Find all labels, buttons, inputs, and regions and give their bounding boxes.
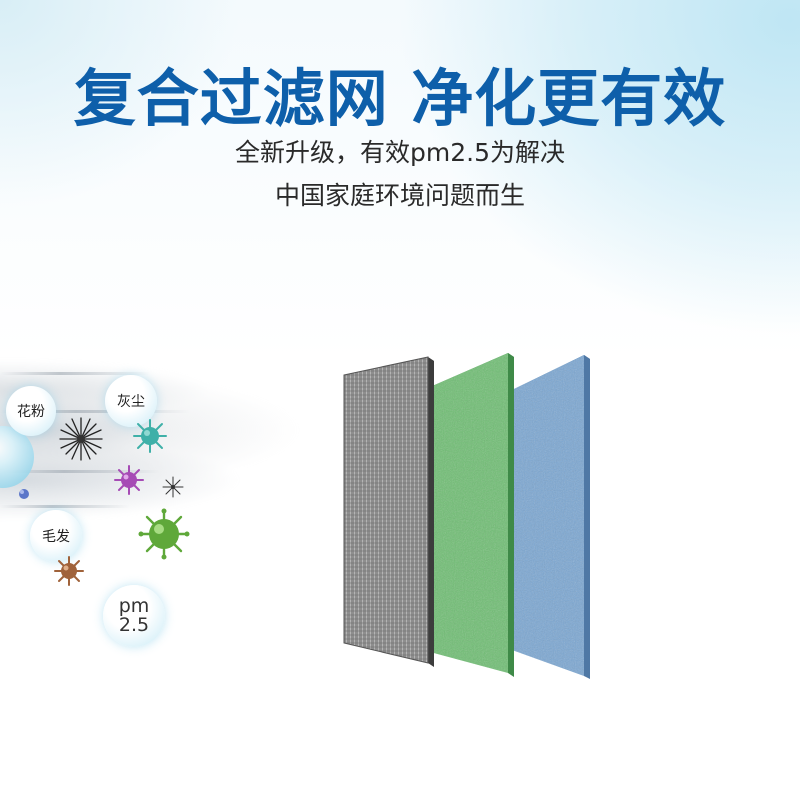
teal-virus-particle-icon (133, 419, 167, 453)
hair-bubble: 毛发 (30, 510, 82, 562)
airflow-line (0, 470, 160, 473)
airflow-line (0, 372, 150, 375)
dust-label: 灰尘 (117, 394, 145, 410)
headline: 复合过滤网 净化更有效 (73, 62, 727, 135)
blue-filter-layer (512, 355, 590, 679)
pollen-bubble: 花粉 (6, 386, 56, 436)
purple-virus-particle-icon (114, 465, 144, 495)
pm25-bubble: pm 2.5 (103, 585, 165, 647)
grey-mesh-filter-layer (343, 356, 434, 667)
green-virus-particle-icon (138, 508, 190, 560)
pm25-label-line1: pm (118, 595, 150, 617)
pollen-label: 花粉 (17, 404, 45, 420)
blue-particle-icon (19, 489, 29, 499)
green-filter-layer (430, 353, 514, 677)
airflow-line (0, 410, 190, 413)
brown-virus-particle-icon (54, 556, 84, 586)
hair-label: 毛发 (42, 529, 70, 545)
pm25-label: pm 2.5 (119, 597, 150, 635)
small-dark-particle-icon (162, 476, 184, 498)
subline-purpose: 中国家庭环境问题而生 (274, 181, 525, 210)
pm25-label-line2: 2.5 (118, 614, 150, 636)
subline-upgrade: 全新升级，有效pm2.5为解决 (235, 138, 565, 167)
dust-bubble: 灰尘 (105, 375, 157, 427)
composite-filter-layers (343, 353, 590, 679)
airflow-line (0, 505, 130, 508)
dark-pollen-particle-icon (59, 417, 103, 461)
